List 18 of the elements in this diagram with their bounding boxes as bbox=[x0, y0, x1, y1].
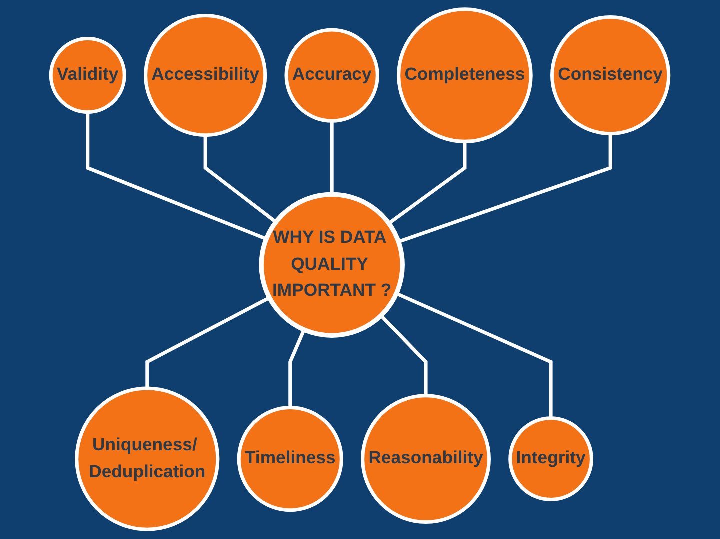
node-circle: Consistency bbox=[550, 15, 671, 136]
connector bbox=[146, 296, 270, 389]
node-circle: WHY IS DATA QUALITY IMPORTANT ? bbox=[259, 192, 405, 338]
node-circle: Uniqueness/ Deduplication bbox=[75, 386, 220, 532]
connector bbox=[396, 292, 553, 418]
node-circle: Validity bbox=[49, 37, 126, 114]
connector bbox=[380, 314, 428, 396]
node-circle: Accessibility bbox=[144, 14, 268, 138]
node-circle: Timeliness bbox=[237, 406, 344, 512]
node-circle: Integrity bbox=[508, 416, 594, 502]
connector bbox=[288, 329, 306, 408]
connector bbox=[330, 121, 334, 195]
connector bbox=[388, 142, 467, 225]
connector bbox=[86, 112, 268, 241]
node-circle: Completeness bbox=[397, 8, 533, 144]
node-circle: Accuracy bbox=[284, 28, 380, 123]
connector bbox=[204, 135, 278, 224]
node-circle: Reasonability bbox=[361, 394, 491, 524]
